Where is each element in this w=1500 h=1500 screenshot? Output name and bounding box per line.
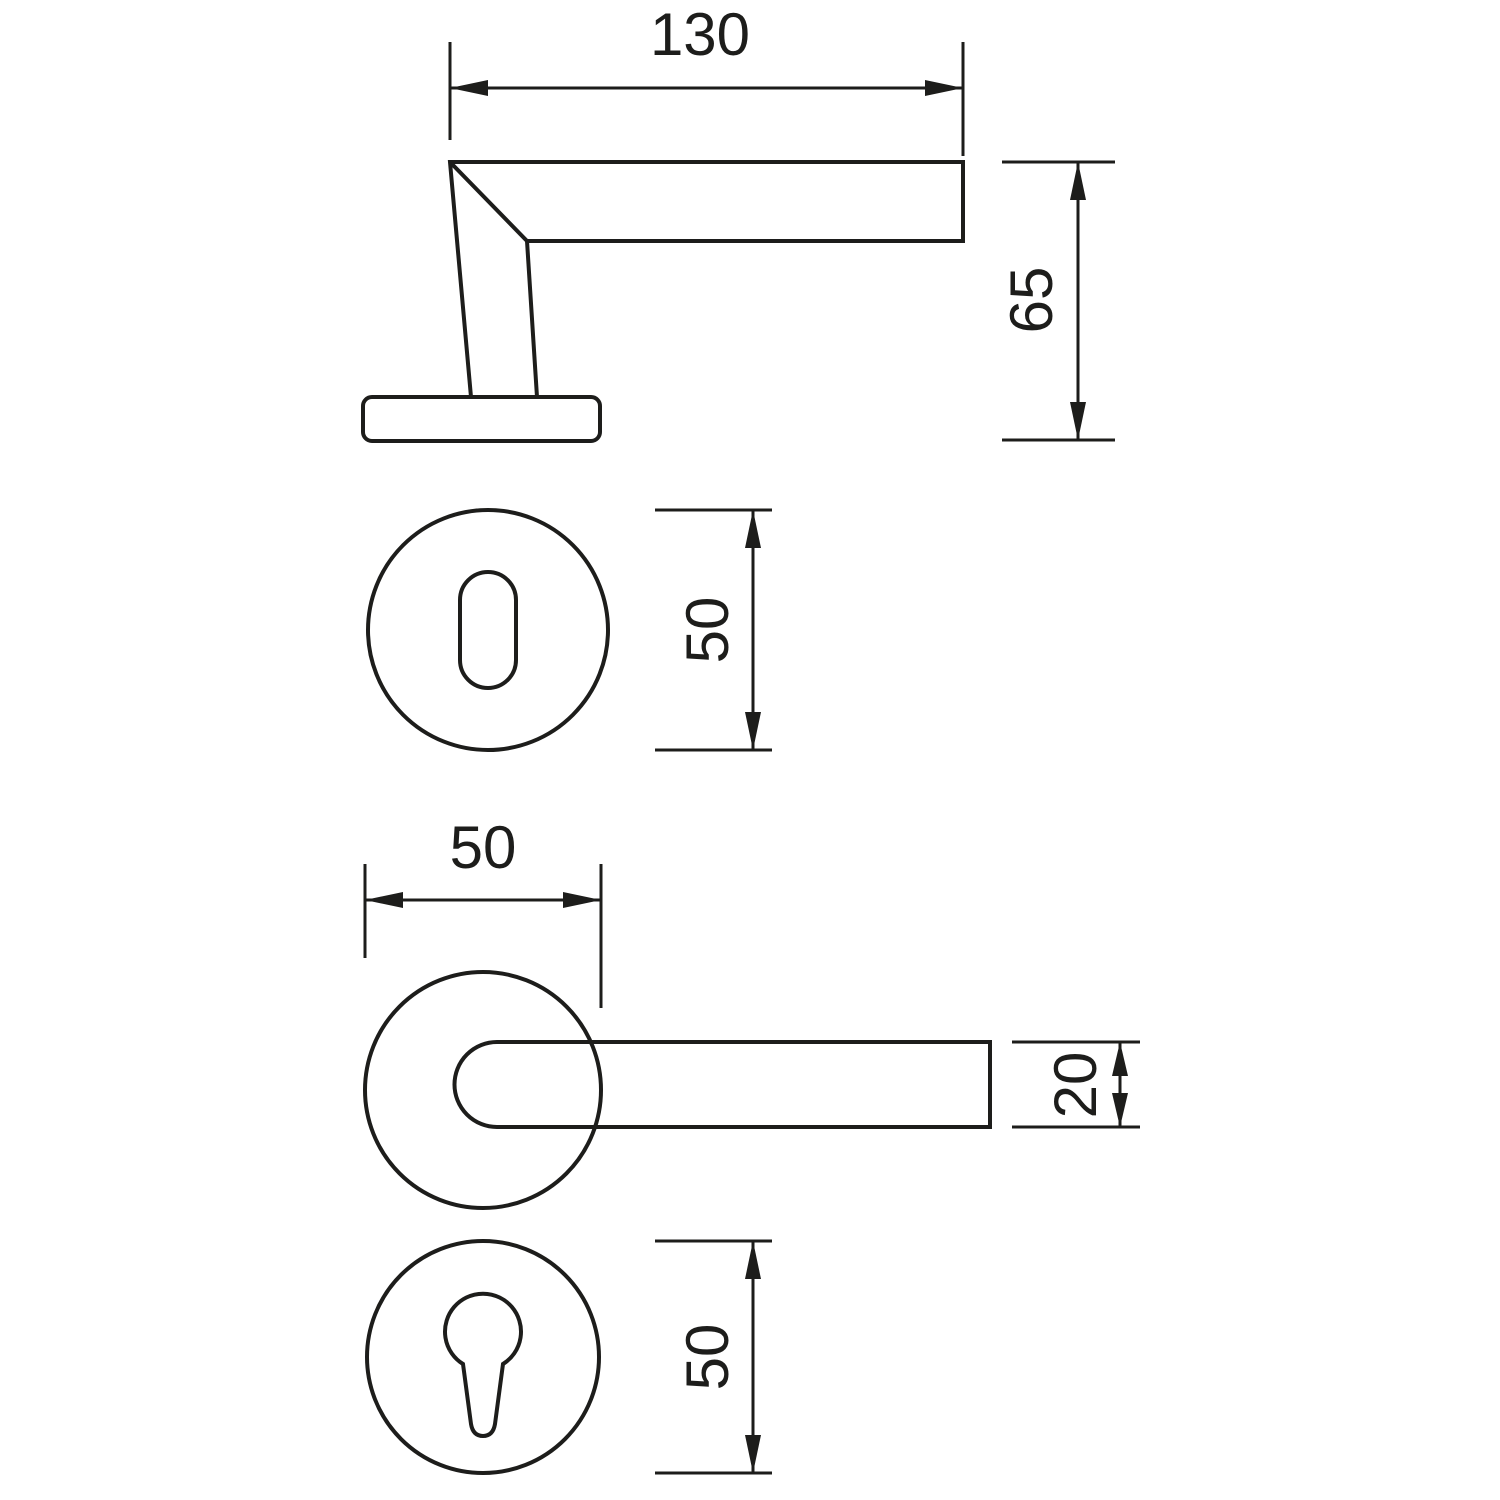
lever-side-view-outline <box>447 160 965 399</box>
arrowhead-down <box>745 1435 761 1473</box>
dim-rose-diameter-label: 50 <box>450 814 517 881</box>
dim-key-rose-diameter-label: 50 <box>674 597 741 664</box>
lever-front-view-outline <box>452 1040 992 1129</box>
rose-side-view-plate <box>361 395 602 443</box>
arrowhead-right <box>563 892 601 908</box>
keyhole-slot <box>458 570 518 690</box>
dim-cylinder-rose-diameter-label: 50 <box>674 1324 741 1391</box>
dimension-lines <box>363 42 1140 1475</box>
dim-lever-section-label: 20 <box>1042 1052 1109 1119</box>
rose-front-circle <box>363 970 603 1210</box>
euro-cylinder-keyhole <box>443 1291 523 1439</box>
arrowhead-up <box>1112 1042 1128 1076</box>
dim-handle-length-label: 130 <box>650 1 750 68</box>
arrowhead-up <box>1070 162 1086 200</box>
arrowhead-up <box>745 510 761 548</box>
key-rose-circle <box>366 508 610 752</box>
dimension-labels: 130 65 50 50 20 50 <box>450 1 1109 1390</box>
cylinder-rose-circle <box>365 1239 601 1475</box>
lever-miter-line <box>448 160 529 243</box>
arrowhead-down <box>1112 1093 1128 1127</box>
arrowhead-down <box>745 712 761 750</box>
dimension-arrowheads <box>365 80 1128 1473</box>
arrowhead-up <box>745 1241 761 1279</box>
dim-handle-height-label: 65 <box>998 267 1065 334</box>
part-outlines <box>361 160 992 1475</box>
arrowhead-right <box>925 80 963 96</box>
arrowhead-down <box>1070 402 1086 440</box>
arrowhead-left <box>365 892 403 908</box>
arrowhead-left <box>450 80 488 96</box>
